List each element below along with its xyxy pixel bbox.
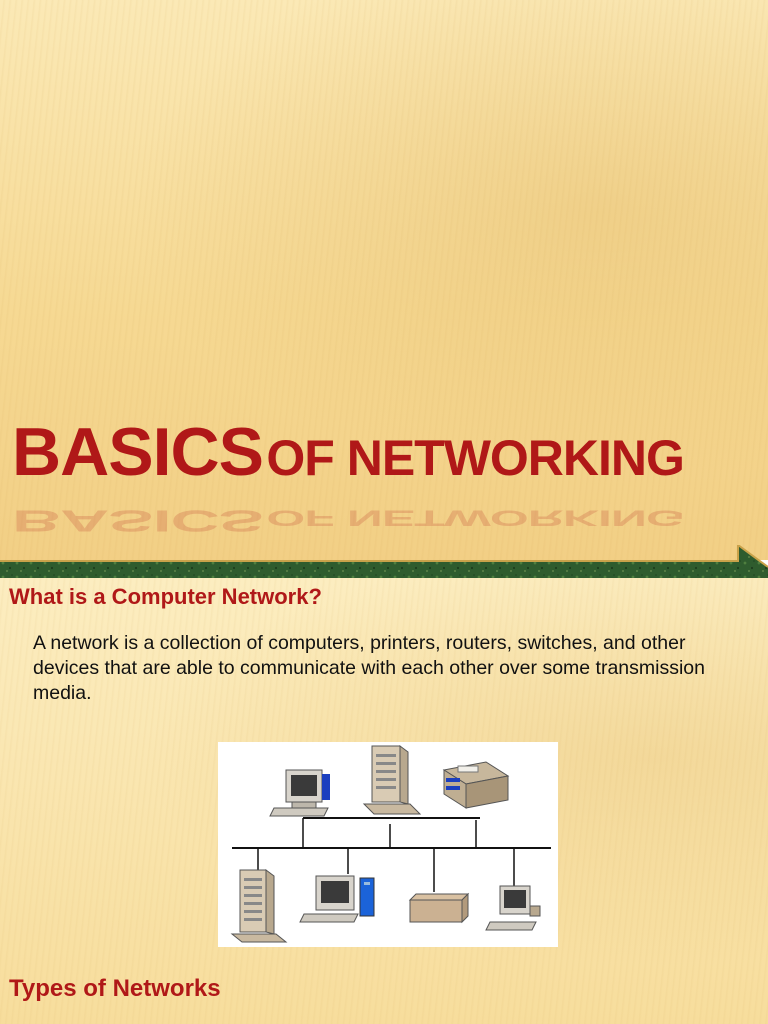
desktop-computer-icon [299, 875, 375, 923]
desktop-computer-icon [485, 885, 541, 931]
title-part-2: OF NETWORKING [266, 430, 685, 486]
definition-paragraph: A network is a collection of computers, … [33, 632, 705, 704]
green-arrow-band [0, 545, 768, 580]
slide-title: BASICS OF NETWORKING [12, 418, 685, 486]
title-reflection-part-2: OF NETWORKING [266, 505, 684, 531]
tower-server-icon [362, 745, 422, 815]
title-block: BASICS OF NETWORKING BASICS OF NETWORKIN… [12, 418, 762, 538]
next-section-heading: Types of Networks [9, 975, 221, 1002]
title-slide: BASICS OF NETWORKING BASICS OF NETWORKIN… [0, 0, 768, 560]
tower-server-icon [230, 869, 288, 943]
title-reflection-part-1: BASICS [12, 503, 263, 538]
network-diagram-svg [230, 745, 551, 943]
title-reflection: BASICS OF NETWORKING [12, 503, 684, 538]
network-diagram [218, 742, 558, 947]
desktop-computer-icon [269, 769, 330, 817]
title-part-1: BASICS [12, 414, 264, 490]
section-heading: What is a Computer Network? [9, 584, 322, 609]
content-slide: What is a Computer Network? A network is… [0, 578, 768, 1024]
printer-icon [442, 761, 510, 809]
modem-icon [408, 892, 470, 924]
